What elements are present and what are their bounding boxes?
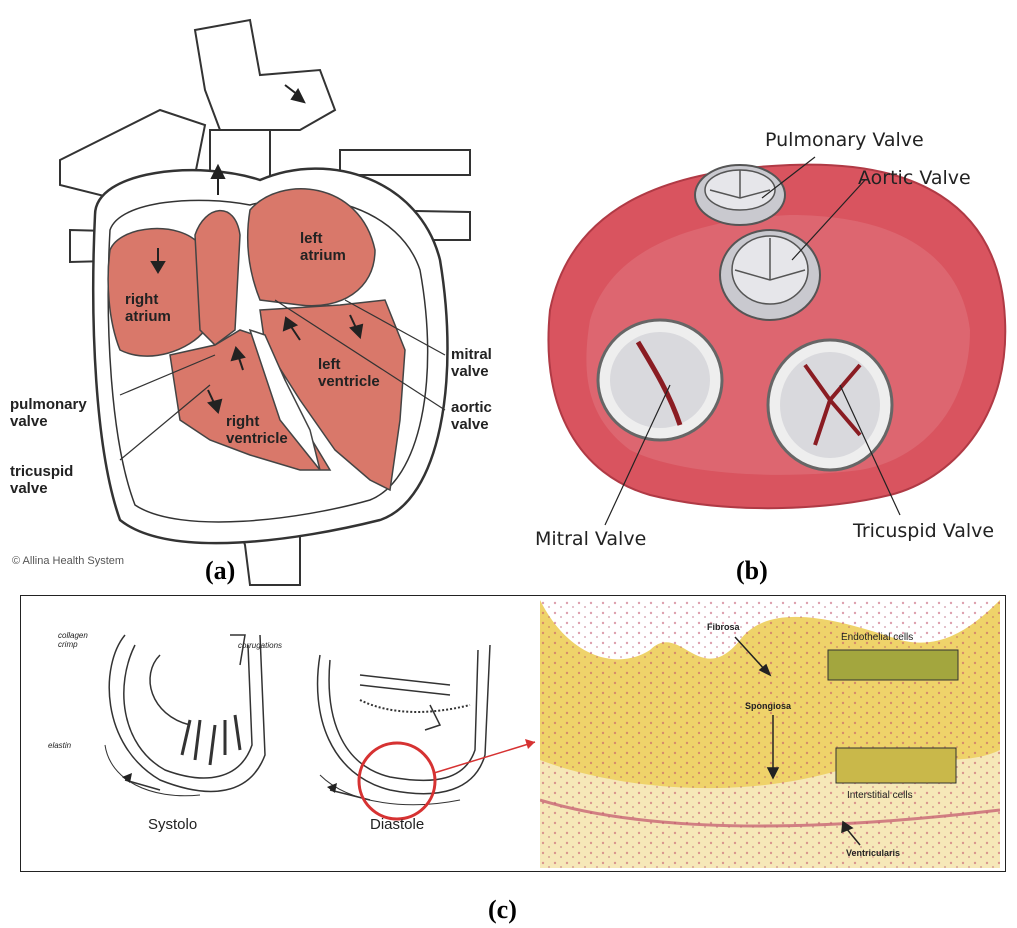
label-tricuspid-valve: tricuspid valve [10, 463, 73, 497]
tricuspid-valve-icon [768, 340, 892, 470]
label-endothelial-cells: Endothelial cells [841, 632, 913, 643]
label-elastin: elastin [48, 741, 71, 750]
label-left-ventricle: left ventricle [318, 356, 380, 390]
pulmonary-valve-icon [695, 165, 785, 225]
label-systole: Systolo [148, 816, 197, 833]
label-diastole: Diastole [370, 816, 424, 833]
label-spongiosa: Spongiosa [745, 701, 791, 711]
caption-c: (c) [488, 895, 517, 925]
label-fibrosa: Fibrosa [707, 622, 740, 632]
label-pulmonary-valve-b: Pulmonary Valve [765, 129, 924, 151]
caption-b: (b) [736, 556, 768, 586]
heart-diagram [0, 0, 520, 590]
label-pulmonary-valve: pulmonary valve [10, 396, 87, 430]
leaflet-schematic [30, 605, 540, 865]
histology-micrograph [540, 600, 1000, 868]
copyright-text: © Allina Health System [12, 555, 124, 567]
valve-anatomy-illustration [530, 120, 1017, 580]
label-ventricularis: Ventricularis [846, 848, 900, 858]
label-mitral-valve: mitral valve [451, 346, 492, 380]
label-aortic-valve-b: Aortic Valve [858, 167, 971, 189]
label-left-atrium: left atrium [300, 230, 346, 264]
aortic-valve-icon [720, 230, 820, 320]
label-right-atrium: right atrium [125, 291, 171, 325]
label-interstitial-cells: Interstitial cells [847, 790, 913, 801]
label-collagen-crimp: collagen crimp [58, 631, 88, 649]
label-right-ventricle: right ventricle [226, 413, 288, 447]
label-mitral-valve-b: Mitral Valve [535, 528, 646, 550]
label-corrugations: corrugations [238, 641, 282, 650]
caption-a: (a) [205, 556, 235, 586]
label-aortic-valve: aortic valve [451, 399, 492, 433]
mitral-valve-icon [598, 320, 722, 440]
label-tricuspid-valve-b: Tricuspid Valve [853, 520, 994, 542]
